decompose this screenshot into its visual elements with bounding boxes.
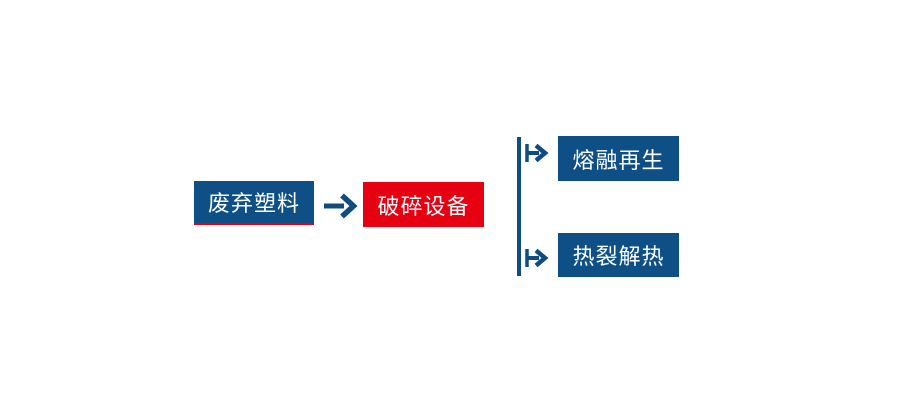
node-crushing-equipment: 破碎设备 xyxy=(363,182,484,227)
node-melt-regeneration: 熔融再生 xyxy=(558,136,679,181)
node-waste-plastic-label: 废弃塑料 xyxy=(207,191,300,216)
node-crushing-equipment-label: 破碎设备 xyxy=(377,193,470,219)
arrow-to-melt-icon xyxy=(525,143,549,163)
branch-connector xyxy=(517,137,549,276)
node-waste-plastic: 废弃塑料 xyxy=(194,181,314,225)
arrow-right-icon xyxy=(324,193,358,219)
arrow-to-pyrolysis-icon xyxy=(525,248,549,268)
node-pyrolysis: 热裂解热 xyxy=(558,233,679,277)
node-pyrolysis-label: 热裂解热 xyxy=(572,244,665,269)
node-melt-regeneration-label: 熔融再生 xyxy=(572,147,665,173)
